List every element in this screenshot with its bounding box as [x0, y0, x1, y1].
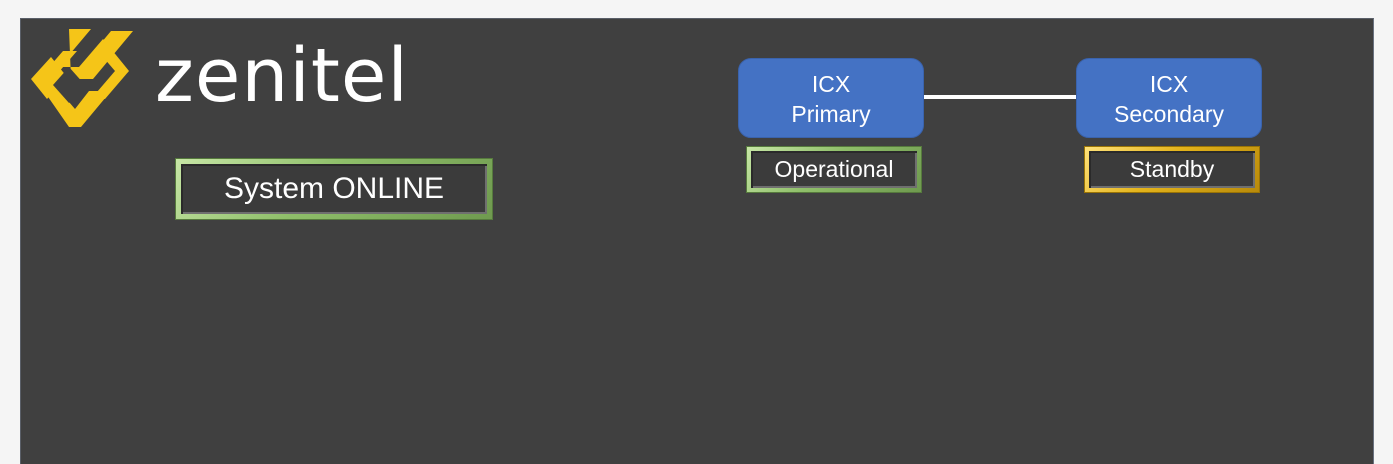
dashboard-panel: zenitel System ONLINE ICX Primary ICX Se… — [20, 18, 1374, 464]
primary-status-label: Operational — [774, 156, 894, 182]
system-status-indicator: System ONLINE — [175, 158, 493, 220]
system-status-label: System ONLINE — [223, 172, 445, 205]
secondary-status-label: Standby — [1129, 156, 1215, 182]
node-type-label: ICX — [811, 71, 851, 97]
node-type-label: ICX — [1149, 71, 1189, 97]
primary-secondary-link — [924, 95, 1076, 99]
zenitel-logo: zenitel — [29, 27, 419, 135]
primary-status-badge: Operational — [746, 146, 922, 193]
zenitel-logo-icon — [31, 29, 133, 127]
brand-name: zenitel — [155, 33, 409, 119]
node-role-label: Primary — [791, 101, 871, 127]
icx-primary-node[interactable]: ICX Primary — [738, 58, 924, 138]
icx-secondary-node[interactable]: ICX Secondary — [1076, 58, 1262, 138]
secondary-status-badge: Standby — [1084, 146, 1260, 193]
node-role-label: Secondary — [1114, 101, 1224, 127]
